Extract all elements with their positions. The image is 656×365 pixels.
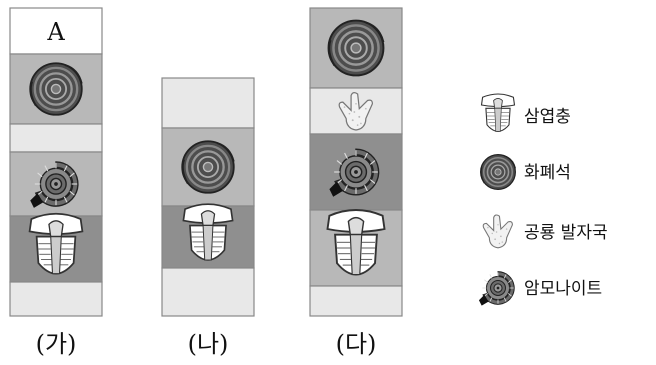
layer-blank	[9, 281, 103, 317]
layer-blank	[161, 267, 255, 317]
legend-item: 암모나이트	[478, 271, 602, 307]
legend: 삼엽충 화폐석 공룡 발자국 암모나이트	[478, 93, 608, 307]
coral-fossil-icon	[29, 62, 83, 116]
legend-label: 암모나이트	[524, 279, 602, 299]
column-label: (가)	[36, 330, 77, 358]
column-na: (나)	[161, 77, 255, 358]
column-label: (나)	[188, 330, 229, 358]
trilobite-icon	[480, 93, 516, 132]
legend-item: 공룡 발자국	[482, 214, 608, 249]
coral-fossil-icon	[479, 153, 517, 191]
legend-label: 화폐석	[524, 163, 571, 183]
dinosaur-footprint-icon	[482, 214, 513, 249]
layer-blank	[9, 123, 103, 153]
legend-label: 공룡 발자국	[524, 223, 608, 243]
layer-blank	[309, 285, 403, 317]
column-da: (다)	[309, 7, 403, 358]
column-label: (다)	[336, 330, 377, 358]
coral-fossil-icon	[327, 19, 385, 77]
layer-a	[9, 7, 103, 55]
ammonite-icon	[478, 271, 515, 307]
coral-fossil-icon	[181, 140, 235, 194]
layer-blank	[161, 77, 255, 129]
layer-letter: A	[46, 18, 65, 46]
column-ga: A (가)	[9, 7, 103, 358]
legend-item: 화폐석	[479, 153, 571, 191]
legend-label: 삼엽충	[524, 107, 571, 127]
legend-item: 삼엽충	[480, 93, 571, 132]
